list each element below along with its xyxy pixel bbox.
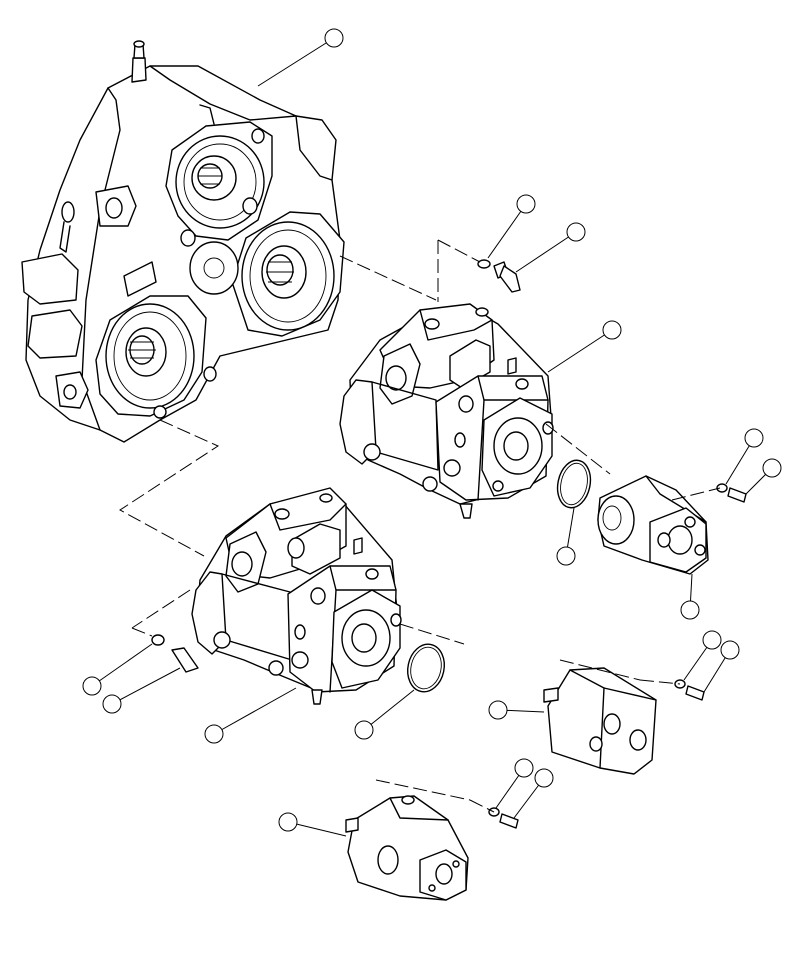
callouts xyxy=(82,28,782,837)
breather-fitting xyxy=(131,40,147,83)
bottom-gear-pump xyxy=(345,795,469,901)
right-pto-flange xyxy=(231,211,345,337)
gearbox-housing xyxy=(21,40,345,443)
middle-gear-pump xyxy=(543,667,657,775)
dipstick xyxy=(59,201,75,253)
upper-hydraulic-pump xyxy=(339,303,554,519)
upper-pto-flange xyxy=(165,121,273,247)
lower-pto-flange xyxy=(95,295,217,419)
lower-hydraulic-pump xyxy=(191,487,402,705)
o-ring-lower xyxy=(406,643,446,693)
o-ring-upper xyxy=(556,459,592,509)
alignment-lines xyxy=(119,239,721,813)
fasteners xyxy=(151,259,747,829)
rear-gear-pump xyxy=(597,475,709,575)
